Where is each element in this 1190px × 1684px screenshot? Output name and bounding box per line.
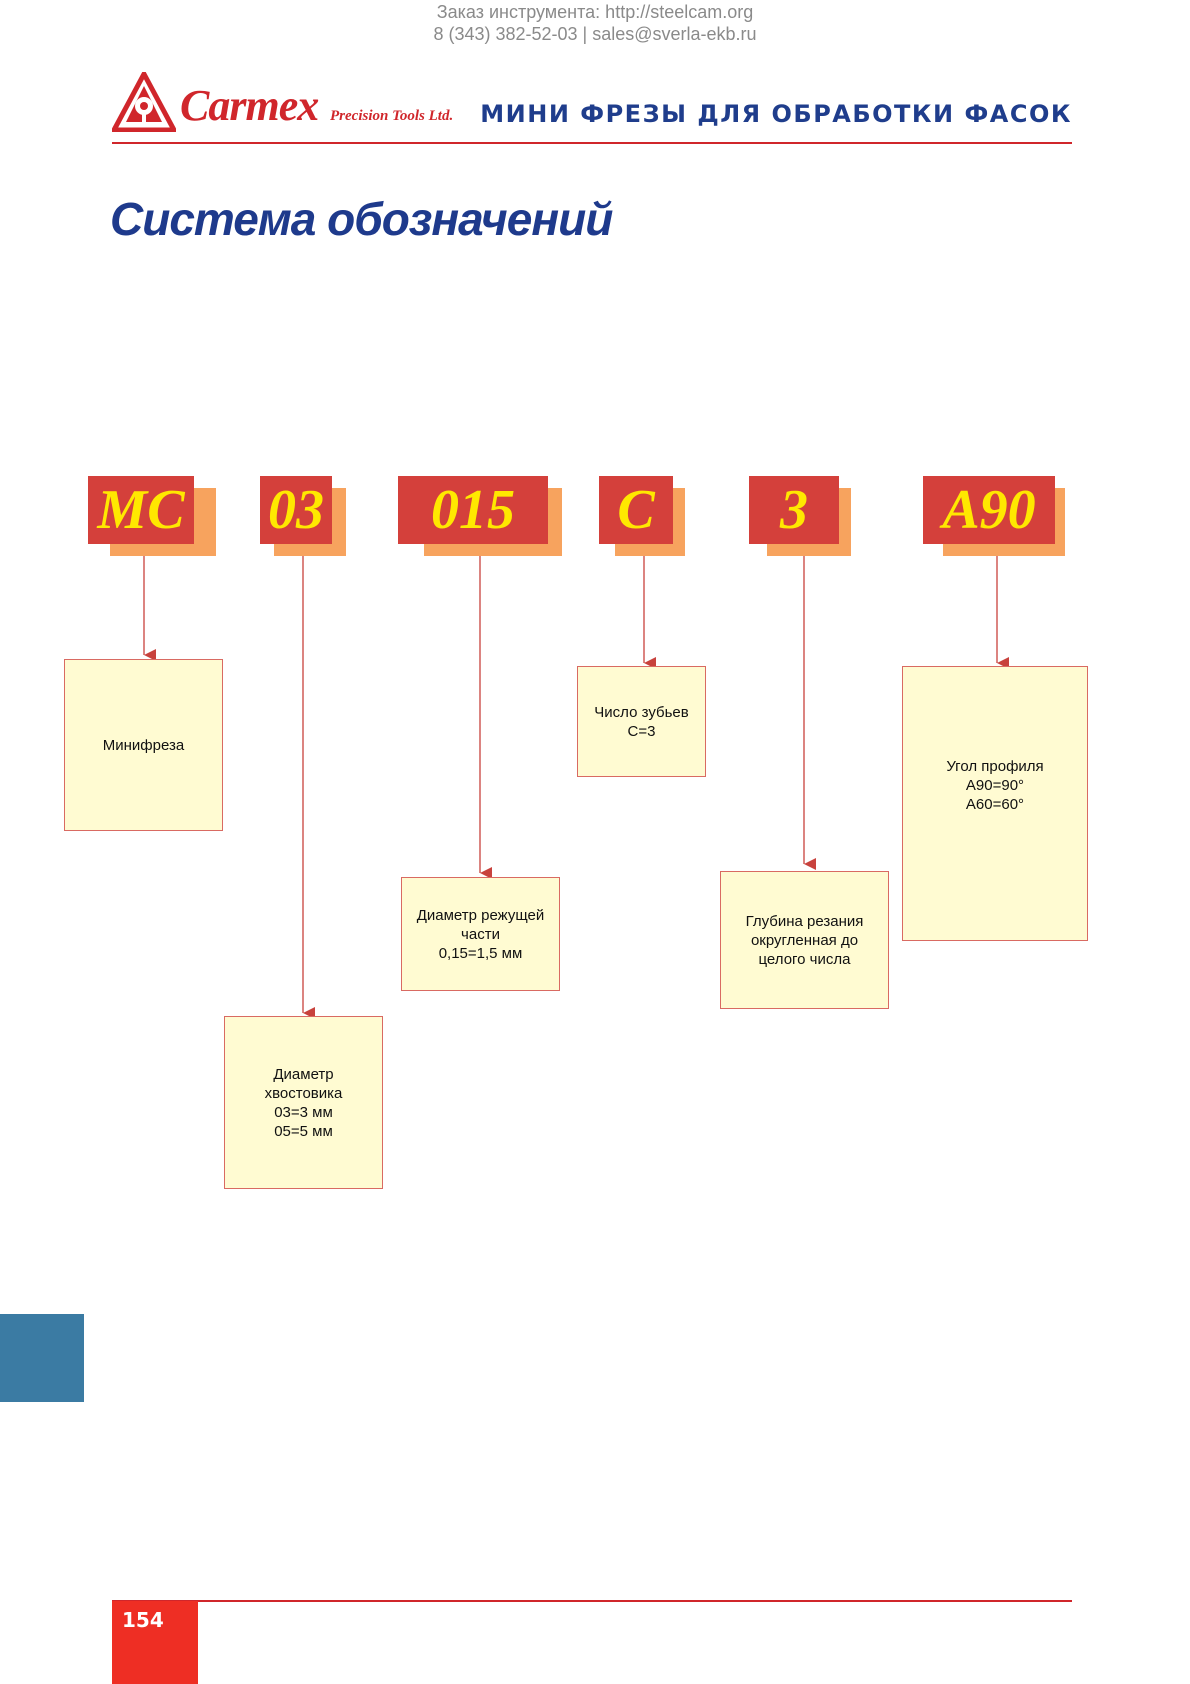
desc-text: Минифреза	[102, 736, 185, 754]
desc-box-shank-diameter: Диаметр хвостовика 03=3 мм 05=5 мм	[224, 1016, 383, 1189]
page-title: Система обозначений	[110, 193, 613, 245]
code-label: MC	[97, 479, 185, 541]
desc-box-profile-angle: Угол профиля A90=90° A60=60°	[902, 666, 1088, 941]
desc-text: Глубина резания округленная до целого чи…	[745, 912, 864, 968]
carmex-logo-icon	[112, 72, 176, 132]
desc-box-teeth-count: Число зубьев C=3	[577, 666, 706, 777]
desc-text: Угол профиля A90=90° A60=60°	[946, 758, 1044, 813]
code-block-a90: A90	[923, 476, 1065, 556]
desc-text: Число зубьев C=3	[594, 703, 689, 740]
page-number-block	[112, 1601, 198, 1684]
code-label: 03	[268, 479, 324, 541]
code-label: 3	[780, 479, 808, 541]
code-block-c: C	[599, 476, 685, 556]
brand-subtitle: Precision Tools Ltd.	[330, 108, 454, 124]
brand-name: Carmex	[180, 81, 319, 130]
page-number: 154	[122, 1608, 164, 1632]
section-title: МИНИ ФРЕЗЫ ДЛЯ ОБРАБОТКИ ФАСОК	[480, 100, 1072, 128]
code-block-03: 03	[260, 476, 346, 556]
desc-text: Диаметр режущей части 0,15=1,5 мм	[416, 906, 545, 962]
code-label: A90	[942, 479, 1036, 541]
desc-box-minifreza: Минифреза	[64, 659, 223, 831]
footer-divider	[112, 1600, 1072, 1602]
desc-text: Диаметр хвостовика 03=3 мм 05=5 мм	[264, 1065, 343, 1140]
code-label: 015	[431, 479, 515, 541]
desc-box-cutting-diameter: Диаметр режущей части 0,15=1,5 мм	[401, 877, 560, 991]
header-divider	[112, 142, 1072, 144]
code-label: C	[617, 479, 655, 541]
section-tab	[0, 1314, 84, 1402]
contact-order-line: Заказ инструмента: http://steelcam.org	[436, 2, 754, 22]
desc-box-cut-depth: Глубина резания округленная до целого чи…	[720, 871, 889, 1009]
contact-phone-email-line: 8 (343) 382-52-03 | sales@sverla-ekb.ru	[433, 24, 757, 44]
code-block-3: 3	[749, 476, 851, 556]
code-block-015: 015	[398, 476, 562, 556]
code-block-mc: MC	[88, 476, 216, 556]
